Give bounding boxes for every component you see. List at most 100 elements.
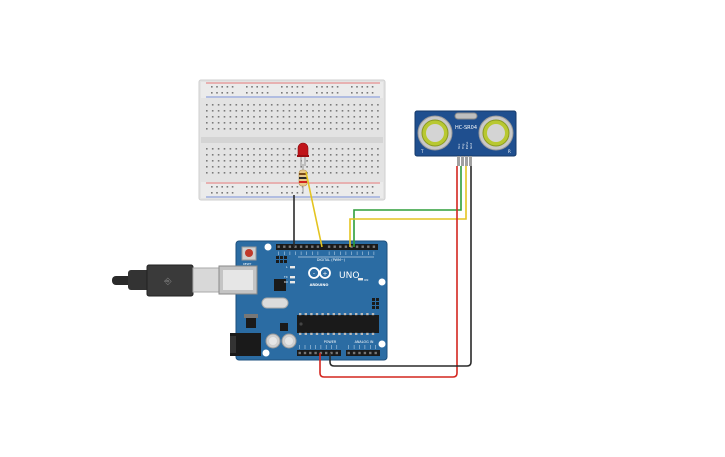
breadboard-hole [371,160,373,162]
breadboard-hole [246,192,248,194]
breadboard-hole [206,104,208,106]
wire-black-gnd[interactable] [329,166,472,367]
breadboard-hole [288,160,291,162]
breadboard-hole [253,160,255,162]
breadboard-hole [294,122,297,124]
breadboard-hole [356,192,358,194]
breadboard-hole [276,128,279,130]
breadboard[interactable] [198,79,386,201]
breadboard-hole [288,104,291,106]
icsp-header-right[interactable] [372,298,379,309]
breadboard-hole [321,92,323,94]
breadboard-hole [281,192,283,194]
breadboard-hole [246,86,248,88]
breadboard-hole [341,116,344,118]
breadboard-hole [336,192,339,194]
sensor-pin[interactable] [457,156,460,166]
led-rx-indicator [290,281,295,284]
ultrasonic-sensor[interactable]: HC-SR04 T R Vcc Trig Echo Gnd [414,110,517,166]
breadboard-hole [216,186,218,188]
breadboard-hole [265,148,267,150]
breadboard-hole [206,148,208,150]
breadboard-hole [229,160,232,162]
icsp-header[interactable] [276,256,287,263]
breadboard-hole [211,192,213,194]
breadboard-hole [324,172,326,174]
red-led[interactable] [297,142,309,166]
breadboard-hole [347,104,350,106]
breadboard-hole [359,116,361,118]
breadboard-hole [282,116,285,118]
breadboard-hole [371,104,373,106]
breadboard-hole [318,116,320,118]
breadboard-hole [217,148,220,150]
breadboard-hole [247,128,249,130]
breadboard-hole [223,154,226,156]
breadboard-hole [226,192,229,194]
breadboard-hole [281,86,283,88]
breadboard-hole [353,154,356,156]
header-pin [283,245,286,248]
dc-power-jack[interactable] [230,333,261,356]
breadboard-hole [326,192,328,194]
breadboard-hole [318,128,320,130]
led-rim [297,155,309,157]
wire-green-trig[interactable] [353,166,462,247]
digital-pins[interactable] [277,245,376,248]
chip-pin [343,332,347,335]
breadboard-hole [294,104,297,106]
analog-header[interactable] [346,350,380,356]
breadboard-hole [276,172,279,174]
power-header[interactable] [297,350,341,356]
breadboard-hole [247,172,249,174]
usb-cable[interactable]: ⎆ [112,264,220,297]
breadboard-hole [347,122,350,124]
chip-pin [371,332,375,335]
breadboard-hole [312,122,314,124]
breadboard-hole [341,154,344,156]
breadboard-hole [366,186,369,188]
atmega-pins [299,313,375,335]
bottom-pins[interactable] [298,351,377,355]
breadboard-hole [356,86,358,88]
digital-header[interactable] [276,244,378,250]
sensor-pin[interactable] [469,156,472,166]
breadboard-hole [353,128,356,130]
breadboard-hole [341,104,344,106]
sensor-pin[interactable] [465,156,468,166]
chip-pin [360,332,363,335]
chip-pin [366,332,369,335]
icsp-pin [376,302,379,305]
sensor-pin-label: Trig [461,144,465,150]
chip-pin [321,313,324,316]
breadboard-hole [241,122,243,124]
breadboard-hole [270,166,273,168]
digital-label: DIGITAL (PWM~) [317,258,346,262]
header-pin [325,351,328,355]
breadboard-hole [359,104,361,106]
breadboard-hole [335,122,338,124]
wire-yellow-led-signal[interactable] [305,171,323,248]
breadboard-hole [256,92,258,94]
breadboard-hole [216,192,218,194]
wire-red-vcc[interactable] [319,166,458,378]
reset-button[interactable] [245,249,253,257]
usb-strain-relief [128,270,150,290]
sensor-pin[interactable] [461,156,464,166]
breadboard-hole [270,172,273,174]
wires[interactable] [293,166,472,378]
breadboard-hole [324,160,326,162]
wire-yellow-echo[interactable] [349,166,467,247]
breadboard-hole [347,128,350,130]
breadboard-hole [296,186,299,188]
breadboard-hole [359,166,361,168]
breadboard-hole [321,192,323,194]
breadboard-hole [251,186,253,188]
breadboard-hole [270,116,273,118]
breadboard-hole [229,172,232,174]
chip-pin [355,332,358,335]
breadboard-hole [276,110,279,112]
arduino-uno-board[interactable]: RESET L TX RX [218,240,388,361]
